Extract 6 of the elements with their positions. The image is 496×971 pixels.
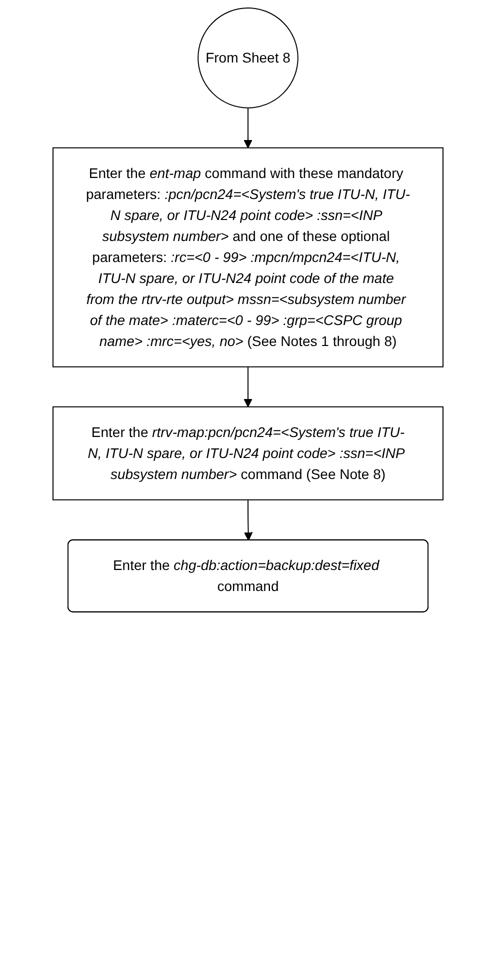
arrow bbox=[244, 366, 252, 408]
arrow bbox=[244, 107, 252, 148]
arrow bbox=[244, 499, 253, 541]
node-box: Enter the rtrv-map:pcn/pcn24=<System's true ITU-N, ITU-N spare, or ITU-N24 point code> :ssn=<INP subsystem number> command (See Note 8) bbox=[52, 406, 444, 500]
node-box: Enter the ent-map command with these mandatory parameters: :pcn/pcn24=<System's true ITU-N, ITU-N spare, or ITU-N24 point code> :ssn=<INP subsystem number> and one of these optional parameters: :rc=<0 - 99> :mpcn/mpcn24=<ITU-N, ITU-N spare, or ITU-N24 point code of the mate from the rtrv-rte output> mssn=<subsystem number of the mate> :materc=<0 - 99> :grp=<CSPC group name> :mrc=<yes, no> (See Notes 1 through 8) bbox=[52, 147, 444, 368]
node-circle: From Sheet 8 bbox=[198, 8, 298, 108]
